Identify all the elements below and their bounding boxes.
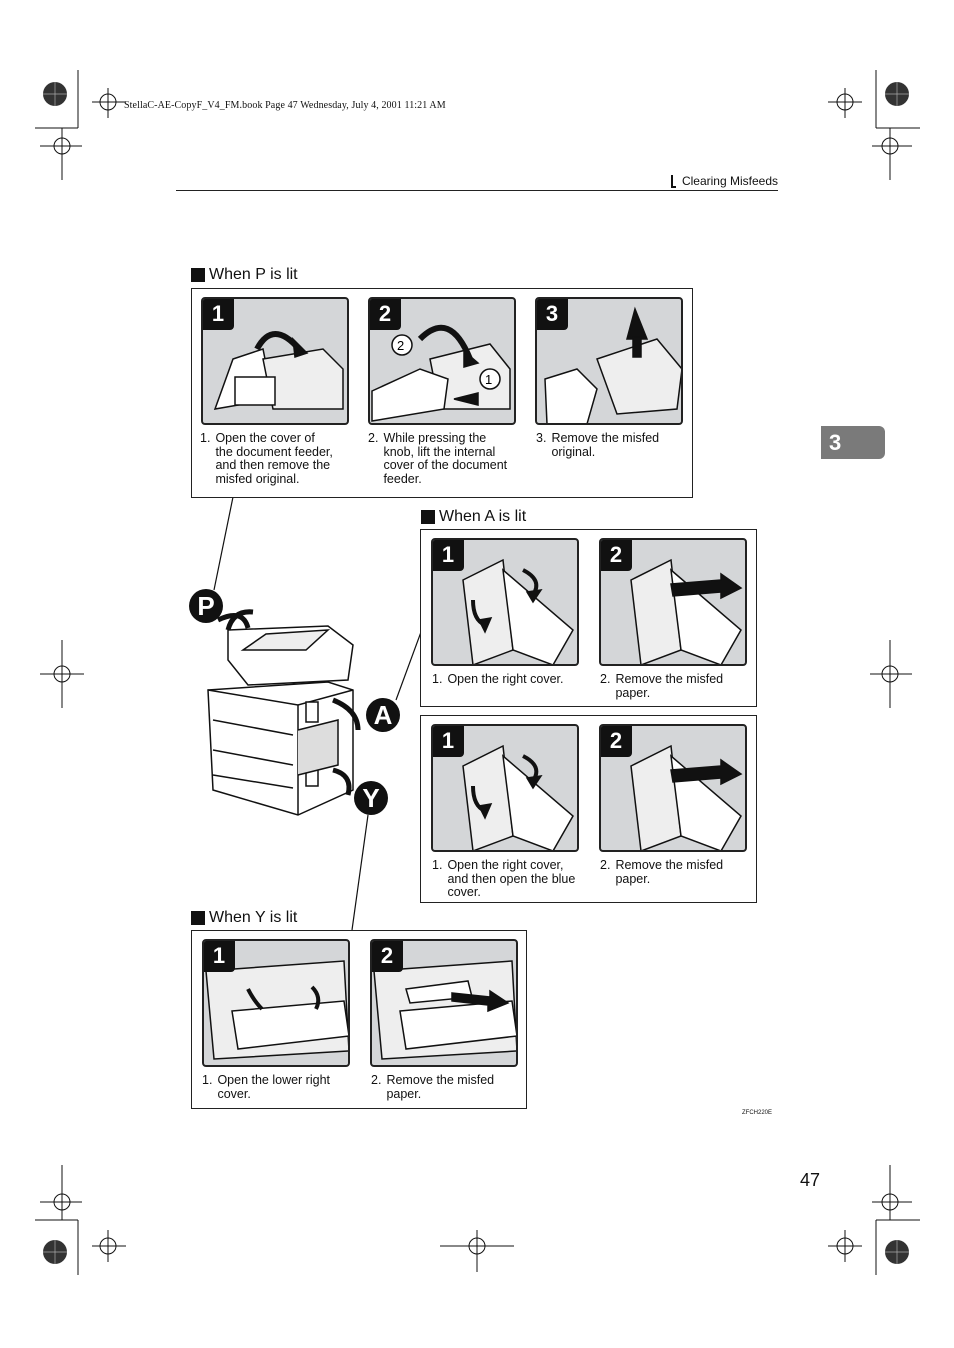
caption-number: 1. <box>432 858 443 872</box>
caption-text: Remove the misfed paper. <box>615 672 724 700</box>
remove-misfed-paper-drawing <box>630 558 743 664</box>
y-block-panel: 1 2 1. Open the lower right cover. 2. Re… <box>191 930 527 1109</box>
p-step-1-illustration: 1 <box>201 297 349 425</box>
step-number-badge: 1 <box>433 540 464 571</box>
p-block-title: When P is lit <box>191 266 298 284</box>
open-blue-cover-drawing <box>462 744 574 850</box>
header-rule <box>176 190 778 191</box>
caption-text: Open the right cover, and then open the … <box>447 858 576 899</box>
open-right-cover-drawing <box>462 558 574 664</box>
step-number-badge: 2 <box>372 941 403 972</box>
chapter-tab: 3 <box>821 426 885 459</box>
p-step-3-caption: 3. Remove the misfed original. <box>536 431 660 459</box>
step-number-badge: 2 <box>370 299 401 330</box>
a-block-title-text: When A is lit <box>439 508 527 525</box>
a1-step-2-caption: 2. Remove the misfed paper. <box>600 672 724 700</box>
section-title: Clearing Misfeeds <box>681 174 778 188</box>
p-step-2-illustration: 2 1 2 <box>368 297 516 425</box>
location-label-p: P <box>189 589 223 623</box>
a-block-panel-1: 1 2 1. Open the right cover. 2. Remove t… <box>420 529 757 707</box>
a2-step-1-caption: 1. Open the right cover, and then open t… <box>432 858 576 900</box>
caption-number: 2. <box>368 431 379 445</box>
step-number-badge: 1 <box>204 941 235 972</box>
remove-misfed-paper-drawing <box>373 960 516 1060</box>
caption-number: 3. <box>536 431 547 445</box>
svg-text:2: 2 <box>397 338 404 353</box>
press-knob-drawing: 2 1 <box>371 324 511 422</box>
caption-number: 2. <box>371 1073 382 1087</box>
location-label-y: Y <box>354 781 388 815</box>
step-number-badge: 1 <box>203 299 234 330</box>
a1-step-1-illustration: 1 <box>431 538 579 666</box>
copier-machine-illustration <box>207 609 361 816</box>
caption-text: Open the right cover. <box>447 672 564 686</box>
section-marker-icon <box>670 174 676 188</box>
y-step-1-caption: 1. Open the lower right cover. <box>202 1073 330 1101</box>
step-number-badge: 2 <box>601 540 632 571</box>
p-step-3-illustration: 3 <box>535 297 683 425</box>
step-number-badge: 1 <box>433 726 464 757</box>
caption-text: Remove the misfed paper. <box>386 1073 495 1101</box>
a1-step-2-illustration: 2 <box>599 538 747 666</box>
caption-number: 1. <box>202 1073 213 1087</box>
step-number-badge: 2 <box>601 726 632 757</box>
location-label-a: A <box>366 698 400 732</box>
remove-original-drawing <box>544 306 681 423</box>
a2-step-2-illustration: 2 <box>599 724 747 852</box>
caption-number: 1. <box>432 672 443 686</box>
caption-number: 1. <box>200 431 211 445</box>
a2-step-1-illustration: 1 <box>431 724 579 852</box>
remove-misfed-paper-drawing <box>630 744 743 850</box>
caption-text: While pressing the knob, lift the intern… <box>383 431 508 486</box>
p-step-2-caption: 2. While pressing the knob, lift the int… <box>368 431 508 486</box>
y-step-2-caption: 2. Remove the misfed paper. <box>371 1073 495 1101</box>
title-square-icon <box>191 268 205 282</box>
caption-number: 2. <box>600 858 611 872</box>
p-step-1-caption: 1. Open the cover of the document feeder… <box>200 431 333 486</box>
title-square-icon <box>191 911 205 925</box>
section-header: Clearing Misfeeds <box>670 174 778 188</box>
caption-text: Remove the misfed paper. <box>615 858 724 886</box>
y-step-1-illustration: 1 <box>202 939 350 1067</box>
page-number: 47 <box>800 1170 821 1190</box>
p-block-panel: 1 2 1 2 3 1. Open the cover of the docum… <box>191 288 693 498</box>
y-block-title-text: When Y is lit <box>209 909 298 926</box>
step-number-badge: 3 <box>537 299 568 330</box>
title-square-icon <box>421 510 435 524</box>
figure-code: ZFCH220E <box>742 1110 773 1116</box>
feeder-open-drawing <box>213 331 344 410</box>
y-step-2-illustration: 2 <box>370 939 518 1067</box>
p-block-title-text: When P is lit <box>209 266 298 283</box>
caption-number: 2. <box>600 672 611 686</box>
a2-step-2-caption: 2. Remove the misfed paper. <box>600 858 724 886</box>
svg-text:1: 1 <box>485 372 492 387</box>
open-lower-cover-drawing <box>205 960 348 1060</box>
a-block-panel-2: 1 2 1. Open the right cover, and then op… <box>420 715 757 903</box>
caption-text: Open the cover of the document feeder, a… <box>215 431 333 486</box>
caption-text: Remove the misfed original. <box>551 431 660 459</box>
a1-step-1-caption: 1. Open the right cover. <box>432 672 564 687</box>
a-block-title: When A is lit <box>421 508 526 526</box>
caption-text: Open the lower right cover. <box>217 1073 330 1101</box>
y-block-title: When Y is lit <box>191 909 297 927</box>
file-header: StellaC-AE-CopyF_V4_FM.book Page 47 Wedn… <box>124 100 446 111</box>
